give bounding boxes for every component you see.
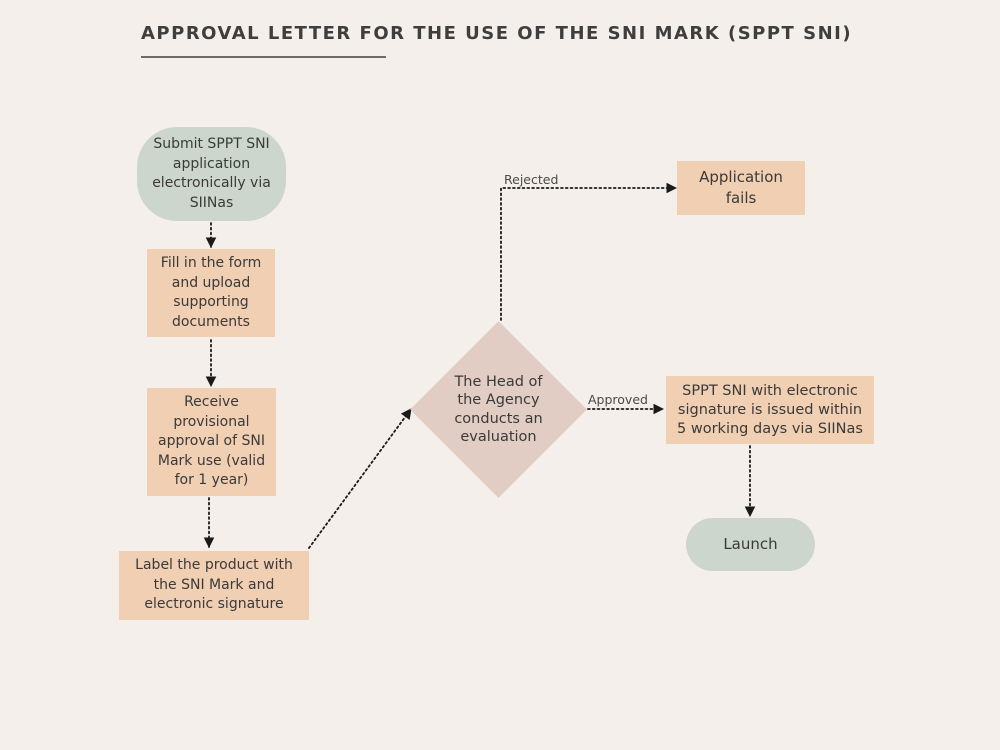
node-evaluation: The Head of the Agency conducts an evalu… [454,373,543,446]
node-application-fails: Application fails [677,161,805,215]
node-provisional-approval: Receive provisional approval of SNI Mark… [147,388,276,496]
node-issued: SPPT SNI with electronic signature is is… [666,376,874,444]
arrow-label-to-evaluation [308,408,412,549]
node-launch: Launch [686,518,815,571]
arrow-evaluation-to-fails [500,182,678,321]
title-underline [141,56,386,58]
node-submit-application: Submit SPPT SNI application electronical… [137,127,286,221]
edge-label-rejected: Rejected [504,172,559,187]
node-fill-form: Fill in the form and upload supporting d… [147,249,275,337]
edge-label-approved: Approved [588,392,648,407]
page-title: APPROVAL LETTER FOR THE USE OF THE SNI M… [141,23,853,44]
node-label-product: Label the product with the SNI Mark and … [119,551,309,620]
